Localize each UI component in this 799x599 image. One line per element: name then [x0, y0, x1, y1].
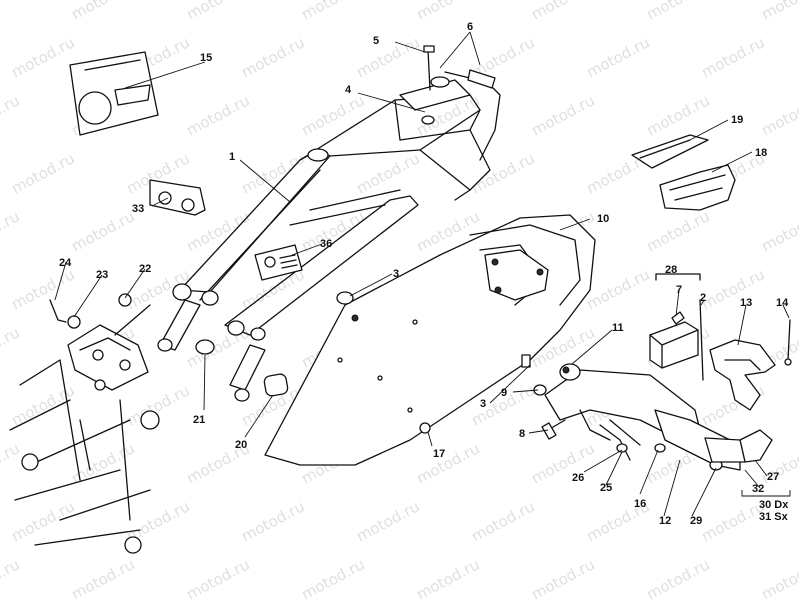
- callout-30: 30 Dx: [759, 499, 789, 511]
- watermark-text: motod.ru: [643, 91, 712, 139]
- watermark-text: motod.ru: [238, 149, 307, 197]
- callout-15: 15: [200, 52, 212, 64]
- watermark-text: motod.ru: [298, 555, 367, 599]
- relay-block: [649, 273, 701, 369]
- callout-3a: 3: [393, 268, 399, 280]
- callout-14: 14: [776, 297, 789, 309]
- watermark-text: motod.ru: [528, 555, 597, 599]
- fasteners: [195, 291, 704, 434]
- watermark-text: motod.ru: [183, 91, 252, 139]
- watermark-text: motod.ru: [0, 0, 23, 24]
- watermark-text: motod.ru: [528, 439, 597, 487]
- leader-lines: [54, 31, 791, 517]
- callout-16: 16: [634, 498, 646, 510]
- watermark-text: motod.ru: [758, 0, 799, 24]
- callout-6: 6: [467, 21, 473, 33]
- rear-subframe: [157, 45, 501, 402]
- callout-22: 22: [139, 263, 151, 275]
- watermark-text: motod.ru: [528, 0, 597, 24]
- watermark-text: motod.ru: [183, 0, 252, 24]
- callout-31: 31 Sx: [759, 511, 789, 523]
- callout-19: 19: [731, 114, 743, 126]
- watermark-text: motod.ru: [0, 207, 23, 255]
- tool-kit: [631, 134, 736, 211]
- watermark-text: motod.ru: [758, 207, 799, 255]
- watermark-text: motod.ru: [8, 265, 77, 313]
- callout-13: 13: [740, 297, 752, 309]
- watermark-text: motod.ru: [758, 91, 799, 139]
- watermark-text: motod.ru: [583, 33, 652, 81]
- watermark-text: motod.ru: [758, 555, 799, 599]
- callout-23: 23: [96, 269, 108, 281]
- callout-33: 33: [132, 203, 144, 215]
- callout-29: 29: [690, 515, 702, 527]
- callout-24: 24: [59, 257, 72, 269]
- callout-9: 9: [501, 387, 507, 399]
- watermark-text: motod.ru: [698, 33, 767, 81]
- watermark-text: motod.ru: [0, 91, 23, 139]
- callout-7: 7: [676, 284, 682, 296]
- watermark-text: motod.ru: [8, 149, 77, 197]
- watermark-text: motod.ru: [698, 265, 767, 313]
- watermark-text: motod.ru: [68, 555, 137, 599]
- callout-21: 21: [193, 414, 205, 426]
- callout-28: 28: [665, 264, 677, 276]
- watermark-text: motod.ru: [413, 555, 482, 599]
- callout-11: 11: [612, 322, 624, 334]
- callout-4: 4: [345, 84, 352, 96]
- watermark-text: motod.ru: [643, 0, 712, 24]
- callout-2: 2: [700, 292, 706, 304]
- callout-20: 20: [235, 439, 247, 451]
- watermark-text: motod.ru: [583, 265, 652, 313]
- watermark-text: motod.ru: [353, 149, 422, 197]
- callout-1: 1: [229, 151, 235, 163]
- watermark-text: motod.ru: [468, 149, 537, 197]
- watermark-text: motod.ru: [643, 207, 712, 255]
- watermark-text: motod.ru: [298, 91, 367, 139]
- watermark-text: motod.ru: [468, 497, 537, 545]
- callout-17: 17: [433, 448, 445, 460]
- watermark-text: motod.ru: [643, 555, 712, 599]
- turn-signal: [704, 319, 792, 463]
- watermark-text: motod.ru: [68, 207, 137, 255]
- side-bracket: [149, 179, 206, 216]
- callout-27: 27: [767, 471, 779, 483]
- callout-12: 12: [659, 515, 671, 527]
- watermark-text: motod.ru: [8, 33, 77, 81]
- watermark-text: motod.ru: [0, 323, 23, 371]
- callout-26: 26: [572, 472, 584, 484]
- callout-5: 5: [373, 35, 379, 47]
- watermark-text: motod.ru: [353, 497, 422, 545]
- watermark-text: motod.ru: [238, 497, 307, 545]
- callout-36: 36: [320, 238, 332, 250]
- watermark-text: motod.ru: [413, 439, 482, 487]
- callout-3b: 3: [480, 398, 486, 410]
- watermark-text: motod.ru: [68, 0, 137, 24]
- callout-labels: 1 2 3 3 4 5 6 7 8 9 10 11 12 13 14 15 16…: [59, 21, 789, 527]
- watermark-text: motod.ru: [8, 497, 77, 545]
- watermark-text: motod.ru: [0, 555, 23, 599]
- watermark-text: motod.ru: [238, 33, 307, 81]
- watermark-text: motod.ru: [0, 439, 23, 487]
- callout-8: 8: [519, 428, 525, 440]
- watermark-text: motod.ru: [183, 555, 252, 599]
- owner-documents: [69, 51, 159, 136]
- seat-lock-bracket: [9, 293, 160, 554]
- watermark-text: motod.ru: [353, 33, 422, 81]
- watermark-text: motod.ru: [298, 0, 367, 24]
- watermark-text: motod.ru: [413, 0, 482, 24]
- callout-18: 18: [755, 147, 767, 159]
- undertray: [264, 214, 596, 466]
- watermark-text: motod.ru: [528, 91, 597, 139]
- watermark-text: motod.ru: [298, 207, 367, 255]
- callout-10: 10: [597, 213, 609, 225]
- callout-32: 32: [752, 483, 764, 495]
- callout-25: 25: [600, 482, 612, 494]
- watermark-text: motod.ru: [698, 497, 767, 545]
